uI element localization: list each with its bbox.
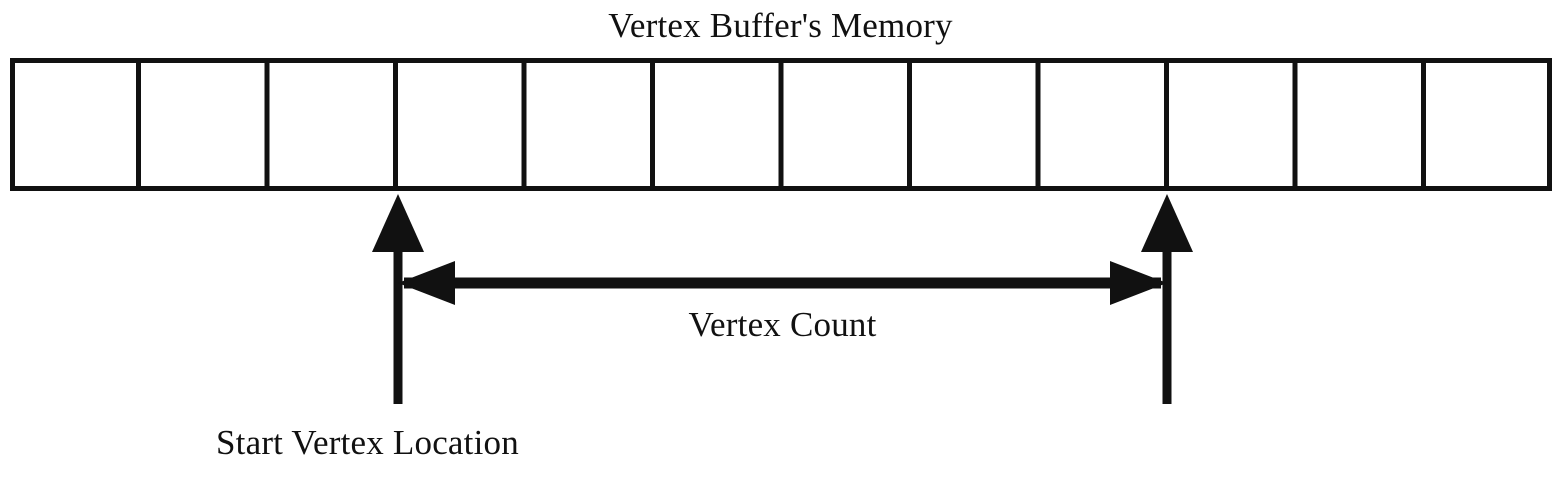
memory-grid-dividers [136, 60, 1426, 189]
start-pointer-arrowhead-icon [372, 194, 424, 252]
start-vertex-location-label: Start Vertex Location [216, 423, 519, 462]
end-pointer-arrowhead-icon [1141, 194, 1193, 252]
vertex-count-span-arrow [398, 261, 1167, 305]
vertex-count-label: Vertex Count [688, 305, 877, 344]
memory-grid [10, 58, 1552, 191]
page-title: Vertex Buffer's Memory [608, 6, 953, 45]
span-arrowhead-right-icon [1110, 261, 1167, 305]
span-arrowhead-left-icon [398, 261, 455, 305]
start-vertex-pointer-arrow [372, 194, 424, 404]
end-vertex-pointer-arrow [1141, 194, 1193, 404]
